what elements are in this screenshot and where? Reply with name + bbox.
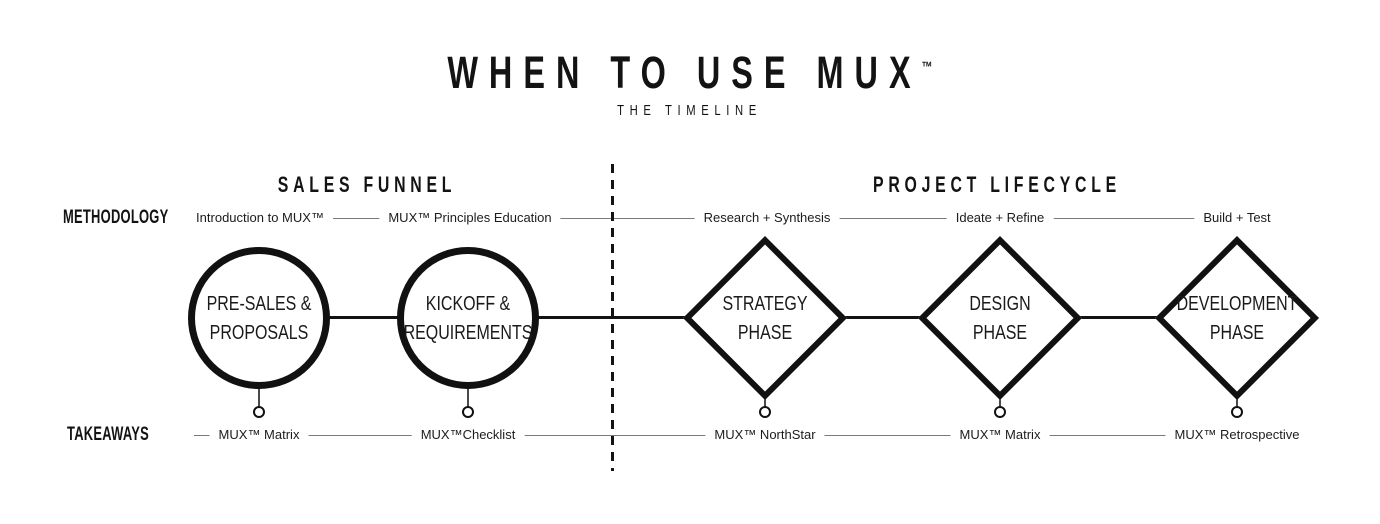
takeaway-item: MUX™ NorthStar [705,427,825,443]
stage-2-label: KICKOFF & REQUIREMENTS [403,292,533,344]
page-subtitle: THE TIMELINE [617,102,763,119]
trademark-symbol: ™ [921,59,933,76]
takeaway-item: MUX™ Retrospective [1165,427,1309,443]
takeaway-item: MUX™ Matrix [209,427,309,443]
takeaway-item: MUX™ Matrix [950,427,1050,443]
section-divider-dashed-line [611,164,614,471]
stage-2-circle-shape [397,247,539,389]
methodology-item: Build + Test [1194,210,1280,226]
section-header-sales-funnel: SALES FUNNEL [277,172,457,197]
methodology-item: Introduction to MUX™ [187,210,333,226]
page-title-text: WHEN TO USE MUX [447,47,922,98]
stage-4-label: DESIGN PHASE [969,292,1031,344]
methodology-row-label: METHODOLOGY [63,207,225,230]
section-header-project-lifecycle: PROJECT LIFECYCLE [872,172,1122,197]
methodology-item: Research + Synthesis [694,210,840,226]
stage-3-label: STRATEGY PHASE [722,292,808,344]
page-title: WHEN TO USE MUX™ [0,50,1380,95]
stage-1-circle-shape [188,247,330,389]
stage-3-node-dot [759,406,771,418]
stage-3-stub-line [764,399,766,408]
stage-5-stub-line [1236,399,1238,408]
stage-1-node-dot [253,406,265,418]
stage-2-node-dot [462,406,474,418]
methodology-item: MUX™ Principles Education [379,210,561,226]
takeaways-connector-line [145,435,1231,436]
stage-4-node-dot [994,406,1006,418]
takeaway-item: MUX™Checklist [411,427,525,443]
methodology-item: Ideate + Refine [946,210,1054,226]
stage-5-label: DEVELOPMENT PHASE [1176,292,1298,344]
takeaways-row-label: TAKEAWAYS [67,424,194,447]
stage-1-label: PRE-SALES & PROPOSALS [206,292,312,344]
title-block: WHEN TO USE MUX™ THE TIMELINE [0,50,1380,119]
stage-1-stub-line [258,388,260,407]
stage-2-stub-line [467,388,469,407]
stage-4-stub-line [999,399,1001,408]
stage-5-node-dot [1231,406,1243,418]
